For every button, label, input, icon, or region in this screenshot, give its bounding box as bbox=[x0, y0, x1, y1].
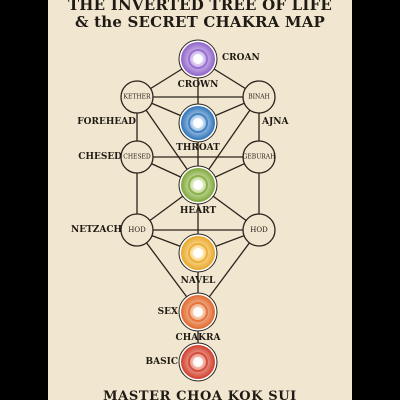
label-netzach: NETZACH bbox=[71, 225, 122, 235]
label-chakra: CHAKRA bbox=[176, 333, 222, 343]
node-kether: KETHER bbox=[120, 80, 154, 114]
heart-chakra-orb bbox=[178, 165, 218, 205]
author-footer: MASTER CHOA KOK SUI bbox=[103, 389, 297, 400]
node-hod-left-label: HOD bbox=[128, 226, 146, 234]
label-navel: NAVEL bbox=[181, 276, 216, 286]
diagram-labels: CROAN CROWN FOREHEAD AJNA CHESED THROAT … bbox=[71, 53, 289, 367]
poster: THE INVERTED TREE OF LIFE & the SECRET C… bbox=[48, 0, 352, 400]
label-throat: THROAT bbox=[176, 143, 220, 153]
node-hod-right-label: HOD bbox=[250, 226, 268, 234]
label-basic: BASIC bbox=[146, 357, 178, 367]
label-chesed-side: CHESED bbox=[78, 152, 122, 162]
throat-chakra-orb bbox=[178, 103, 218, 143]
crown-chakra-orb bbox=[178, 39, 218, 79]
poster-title-line-2: & the SECRET CHAKRA MAP bbox=[74, 13, 326, 31]
sephira-nodes: KETHER BINAH CHESED GEBURAH HOD HOD bbox=[120, 80, 276, 247]
node-kether-label: KETHER bbox=[124, 94, 151, 101]
navel-chakra-orb bbox=[178, 233, 218, 273]
label-sex: SEX bbox=[158, 307, 178, 317]
poster-title-line-1: THE INVERTED TREE OF LIFE bbox=[67, 0, 333, 14]
label-ajna: AJNA bbox=[261, 117, 289, 127]
node-geburah-label: GEBURAH bbox=[243, 154, 276, 161]
label-croan: CROAN bbox=[222, 53, 260, 63]
node-chesed: CHESED bbox=[120, 140, 154, 174]
node-hod-left: HOD bbox=[120, 213, 154, 247]
label-heart: HEART bbox=[180, 206, 217, 216]
sex-chakra-orb bbox=[178, 292, 218, 332]
node-binah: BINAH bbox=[242, 80, 276, 114]
label-crown: CROWN bbox=[178, 80, 219, 90]
node-binah-label: BINAH bbox=[248, 94, 270, 101]
node-hod-right: HOD bbox=[242, 213, 276, 247]
label-forehead: FOREHEAD bbox=[77, 117, 136, 127]
node-chesed-label: CHESED bbox=[123, 154, 151, 161]
chakra-orbs bbox=[178, 39, 218, 382]
tree-diagram: KETHER BINAH CHESED GEBURAH HOD HOD bbox=[71, 39, 289, 382]
node-geburah: GEBURAH bbox=[242, 140, 276, 174]
basic-chakra-orb bbox=[178, 342, 218, 382]
